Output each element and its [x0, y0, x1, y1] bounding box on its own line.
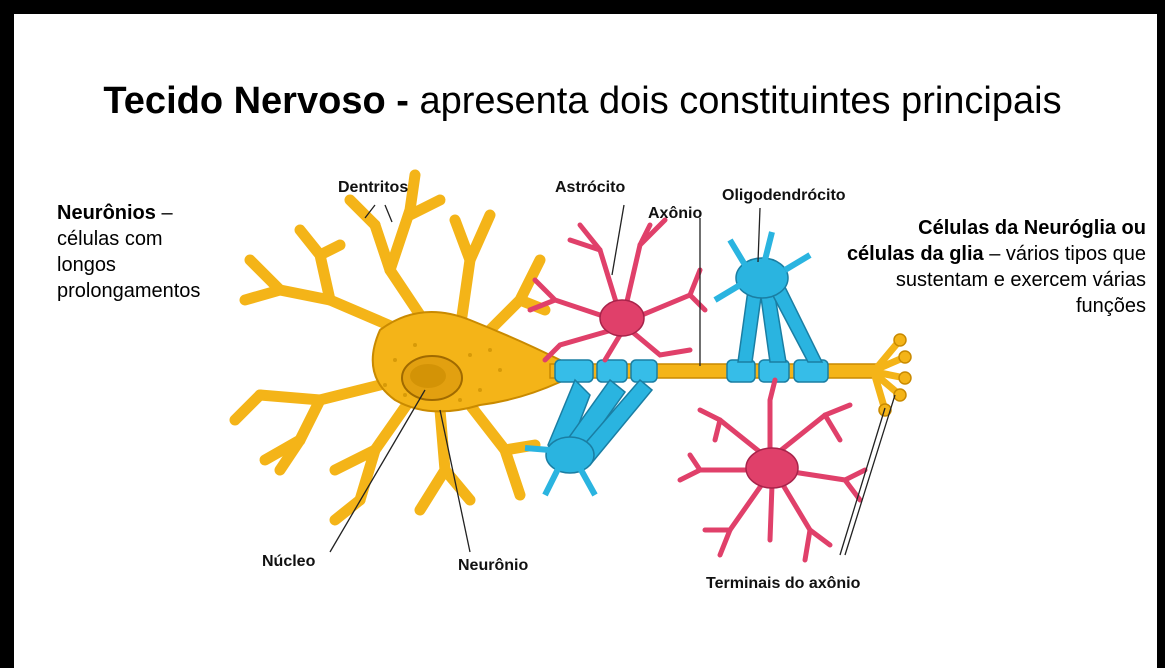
label-dentritos: Dentritos	[338, 179, 408, 196]
label-nucleo: Núcleo	[262, 553, 316, 570]
label-terminais: Terminais do axônio	[706, 575, 861, 592]
label-oligodendrocito: Oligodendrócito	[722, 187, 846, 204]
astrocyte-lower	[680, 380, 865, 560]
label-astrocito: Astrócito	[555, 179, 625, 196]
label-neuronio: Neurônio	[458, 557, 528, 574]
oligodendrocyte-upper	[715, 232, 822, 362]
oligodendrocyte-lower	[525, 380, 652, 495]
label-axonio: Axônio	[648, 205, 702, 222]
neuron-cell	[235, 175, 560, 520]
